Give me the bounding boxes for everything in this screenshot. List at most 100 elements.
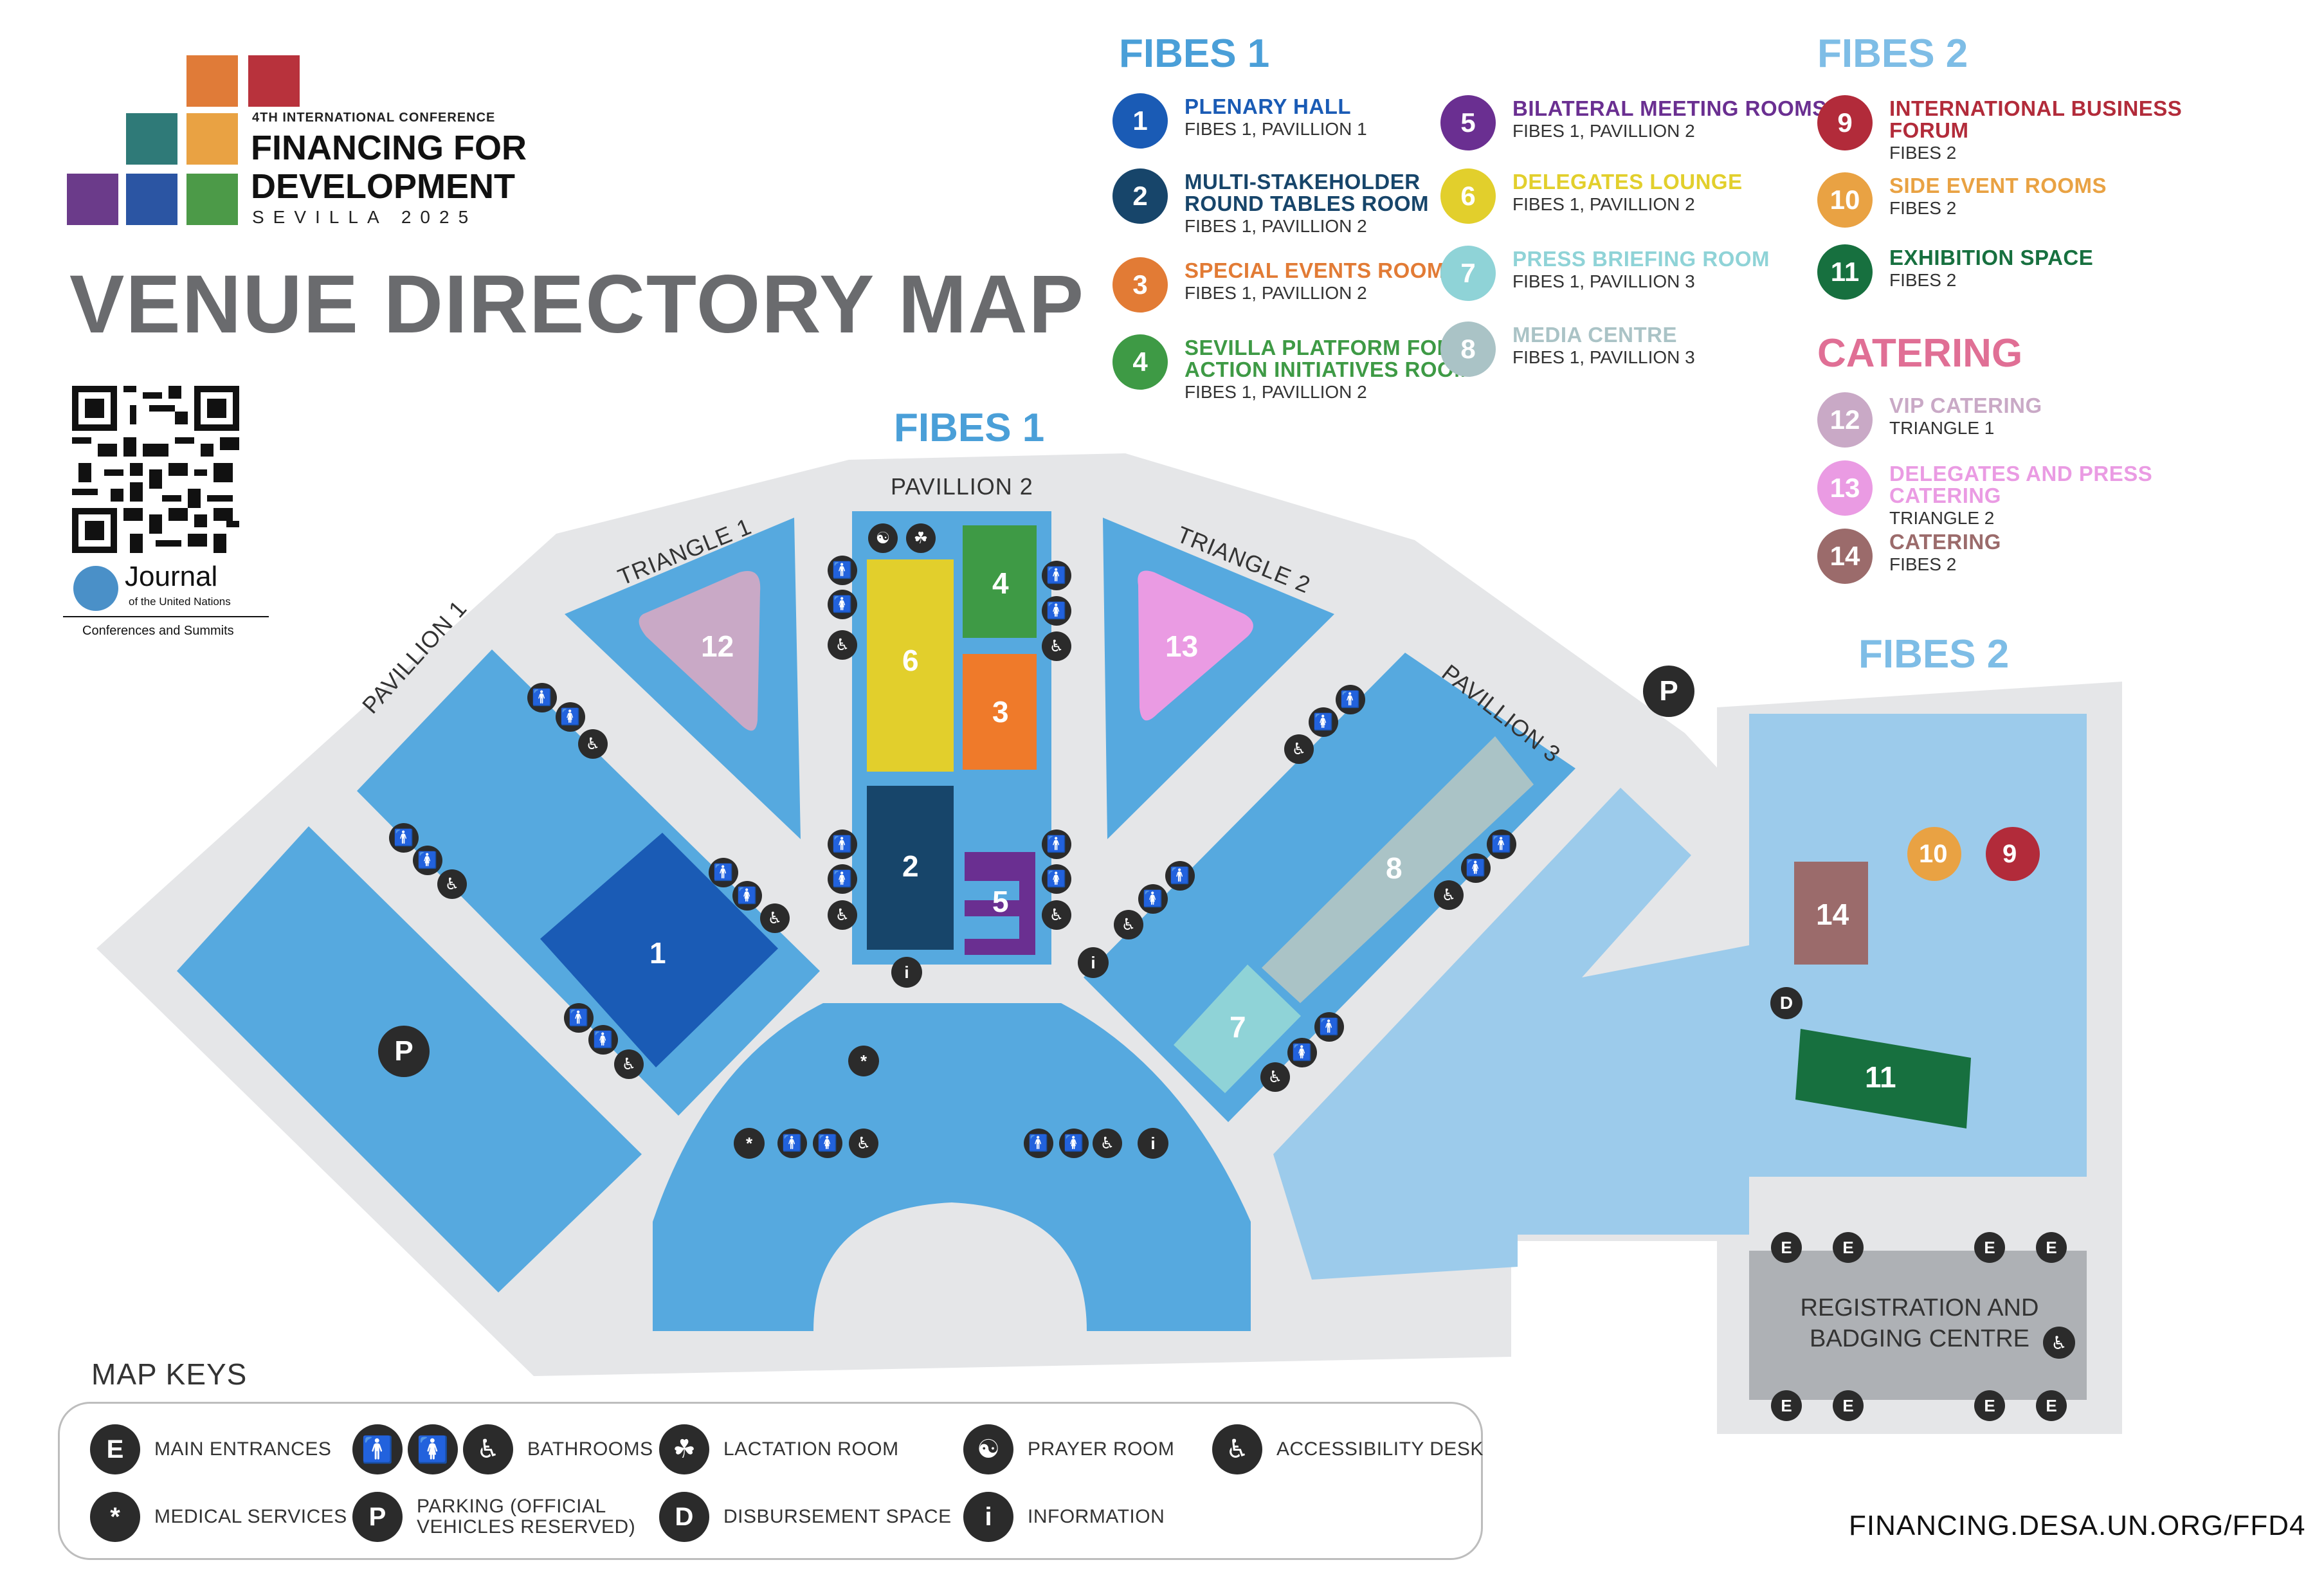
medical-icon[interactable]: * [734,1128,765,1159]
wheelchair-icon[interactable]: ♿ [828,900,857,930]
entrance-icon[interactable]: E [2036,1390,2067,1421]
map-room-10[interactable]: 10 [1919,840,1948,868]
accessibility-icon[interactable]: ♿ [2043,1327,2075,1359]
female-restroom-icon[interactable]: 🚺 [1287,1038,1317,1067]
entrance-icon[interactable]: E [2036,1232,2067,1263]
entrance-icon[interactable]: E [1771,1232,1802,1263]
un-emblem-icon [73,566,118,611]
female-restroom-icon[interactable]: 🚺 [813,1129,842,1158]
map-room-3[interactable]: 3 [992,695,1009,729]
lactation-icon: ☘ [659,1424,709,1474]
prayer-icon: ☯ [963,1424,1013,1474]
key-parking-label-line2: VEHICLES RESERVED) [417,1516,636,1537]
map-room-8[interactable]: 8 [1386,851,1403,885]
female-restroom-icon[interactable]: 🚺 [1461,853,1491,883]
entrance-icon[interactable]: E [1974,1232,2005,1263]
male-restroom-icon[interactable]: 🚹 [1024,1129,1053,1158]
female-restroom-icon[interactable]: 🚺 [1138,884,1168,914]
map-room-11[interactable]: 11 [1865,1060,1896,1094]
website-link[interactable]: FINANCING.DESA.UN.ORG/FFD4 [1849,1510,2306,1541]
female-restroom-icon[interactable]: 🚺 [828,864,857,894]
map-room-7[interactable]: 7 [1230,1010,1246,1044]
wheelchair-icon[interactable]: ♿ [1114,910,1143,939]
room-3-special-events [963,654,1037,770]
female-restroom-icon[interactable]: 🚺 [588,1025,618,1055]
information-icon[interactable]: i [1138,1128,1168,1159]
map-room-12[interactable]: 12 [701,630,734,663]
male-restroom-icon[interactable]: 🚹 [389,823,419,853]
male-restroom-icon[interactable]: 🚹 [564,1003,594,1033]
female-restroom-icon[interactable]: 🚺 [732,881,762,911]
information-icon[interactable]: i [1078,947,1109,978]
information-icon[interactable]: i [891,957,922,988]
map-room-1[interactable]: 1 [649,936,666,970]
key-medical-label: MEDICAL SERVICES [154,1506,347,1527]
entrance-icon[interactable]: E [1833,1232,1864,1263]
map-room-13[interactable]: 13 [1165,630,1199,663]
map-room-6[interactable]: 6 [902,644,919,677]
wheelchair-icon[interactable]: ♿ [1093,1129,1122,1158]
room-10-side-events [1907,827,1961,881]
parking-icon[interactable]: P [378,1026,430,1077]
lactation-icon[interactable]: ☘ [906,523,936,553]
male-restroom-icon[interactable]: 🚹 [1314,1012,1344,1042]
wheelchair-icon[interactable]: ♿ [1260,1062,1290,1092]
wheelchair-icon[interactable]: ♿ [1434,880,1464,910]
entrance-icon[interactable]: E [1771,1390,1802,1421]
female-restroom-icon[interactable]: 🚺 [1042,864,1071,894]
prayer-icon[interactable]: ☯ [868,523,898,553]
map-room-4[interactable]: 4 [992,567,1009,600]
entrance-icon[interactable]: E [1833,1390,1864,1421]
map-room-5[interactable]: 5 [992,885,1009,918]
male-restroom-icon[interactable]: 🚹 [1165,861,1195,891]
parking-icon[interactable]: P [1643,666,1694,717]
male-restroom-icon[interactable]: 🚹 [1042,561,1071,590]
male-restroom-icon[interactable]: 🚹 [1487,830,1516,859]
female-restroom-icon[interactable]: 🚺 [1059,1129,1089,1158]
wheelchair-icon[interactable]: ♿ [578,729,608,759]
disbursement-icon[interactable]: D [1770,987,1802,1019]
entrance-icon[interactable]: E [1974,1390,2005,1421]
wheelchair-icon[interactable]: ♿ [1042,631,1071,661]
map-room-9[interactable]: 9 [2002,840,2017,868]
male-restroom-icon[interactable]: 🚹 [709,858,738,887]
female-restroom-icon[interactable]: 🚺 [828,590,857,619]
female-restroom-icon[interactable]: 🚺 [556,702,585,732]
wheelchair-icon[interactable]: ♿ [849,1129,878,1158]
wheelchair-icon[interactable]: ♿ [760,903,790,933]
male-restroom-icon[interactable]: 🚹 [1042,830,1071,859]
female-restroom-icon[interactable]: 🚺 [413,846,442,875]
map-room-14[interactable]: 14 [1816,898,1849,931]
wheelchair-icon[interactable]: ♿ [614,1049,644,1079]
male-restroom-icon[interactable]: 🚹 [828,830,857,859]
male-restroom-icon[interactable]: 🚹 [1336,685,1365,714]
map-room-2[interactable]: 2 [902,849,919,883]
male-restroom-icon[interactable]: 🚹 [777,1129,807,1158]
journal-title: Journal [125,561,218,592]
qr-code[interactable] [72,386,239,553]
female-restroom-icon[interactable]: 🚺 [1309,707,1338,737]
wheelchair-icon[interactable]: ♿ [1042,900,1071,930]
male-restroom-icon[interactable]: 🚹 [828,556,857,585]
male-restroom-icon[interactable]: 🚹 [527,683,557,712]
wheelchair-icon[interactable]: ♿ [1284,734,1314,764]
female-restroom-icon[interactable]: 🚺 [1042,596,1071,626]
wheelchair-icon[interactable]: ♿ [437,869,467,899]
medical-icon[interactable]: * [848,1046,879,1076]
wheelchair-icon[interactable]: ♿ [828,630,857,660]
